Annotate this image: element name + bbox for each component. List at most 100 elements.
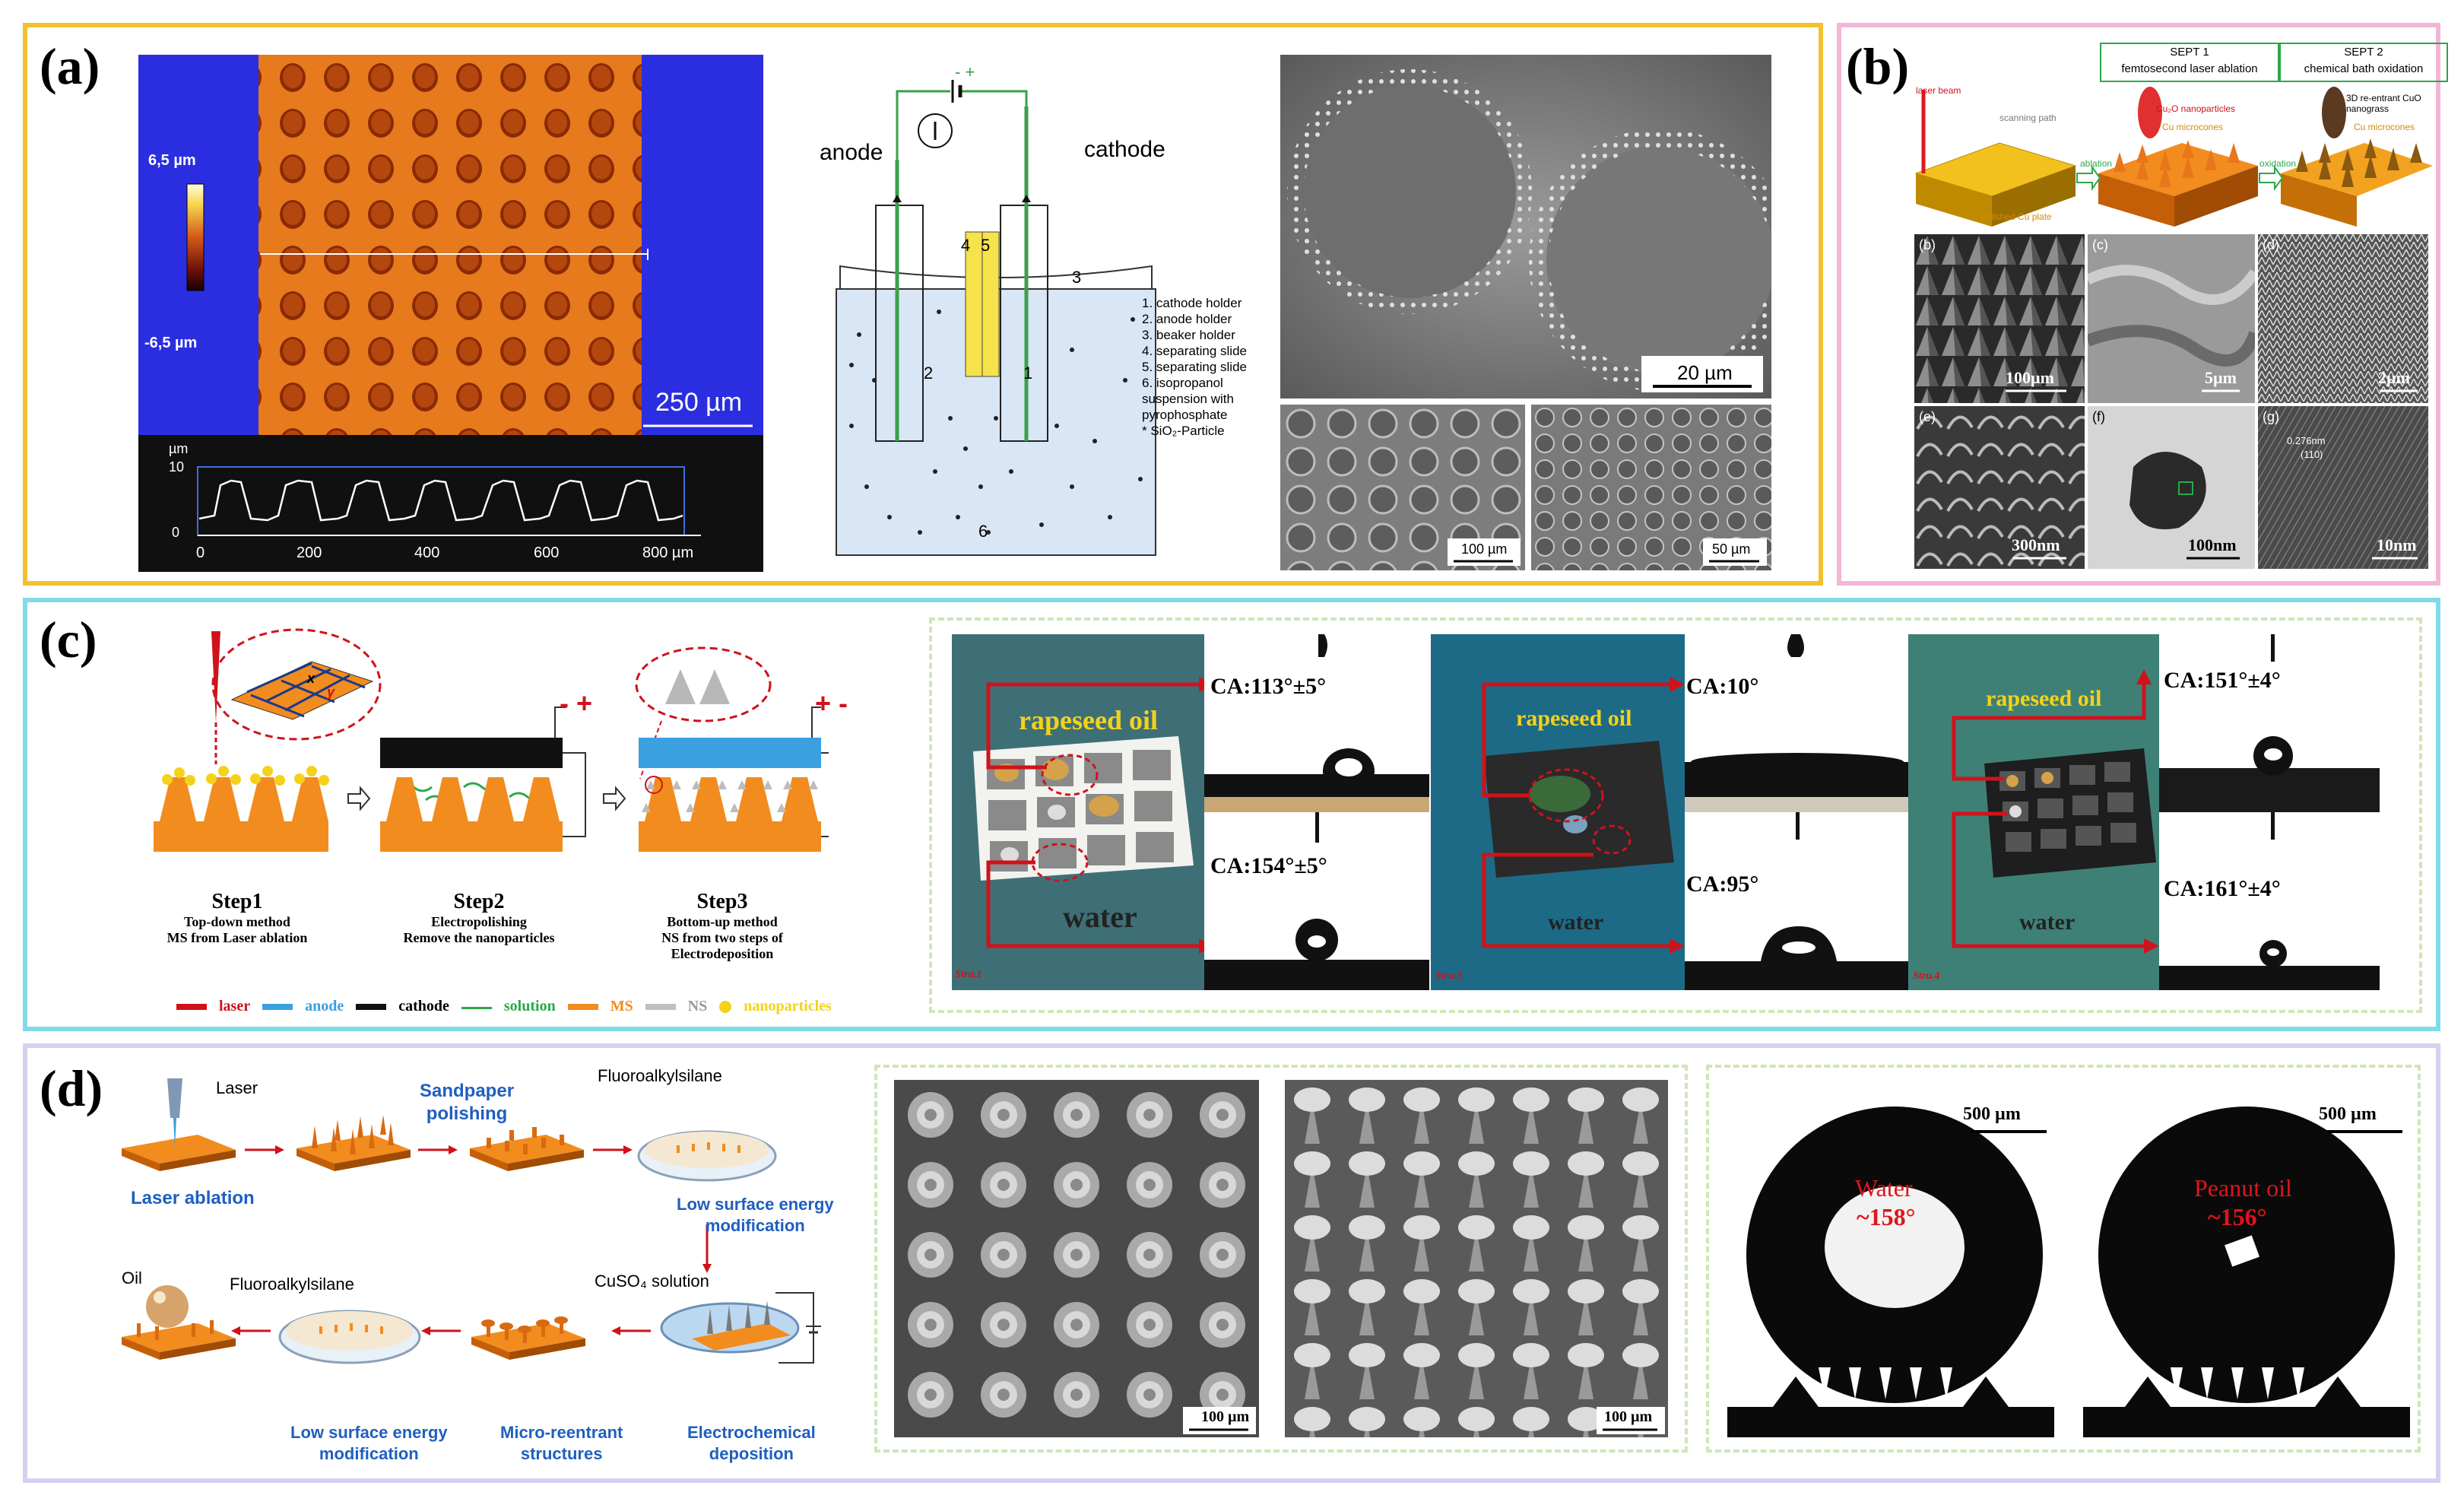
cell-legend-item: 5. separating slide <box>1142 360 1247 374</box>
step1-title: Step1 <box>211 890 263 913</box>
profile-x-tick-2: 400 <box>414 545 440 561</box>
group2-sample-plate <box>1484 741 1674 878</box>
group3-ca-oil: CA:151°±4° <box>2164 668 2281 693</box>
cell-number-5: 5 <box>981 236 991 255</box>
peanut-oil-droplet-scale: 500 µm <box>2319 1104 2377 1124</box>
group1-oil-label: rapeseed oil <box>1019 705 1158 735</box>
lattice-spacing: 0.276nm <box>2287 435 2326 446</box>
cell-legend-item: * SiO₂-Particle <box>1142 424 1225 438</box>
legend-swatch-ms <box>567 1003 598 1010</box>
lattice-plane: (110) <box>2301 449 2323 460</box>
step1-subtitle: femtosecond laser ablation <box>2121 62 2258 75</box>
sem-tilted-view <box>1285 1080 1668 1437</box>
tile-b-scale: 100µm <box>2006 368 2055 387</box>
cell-number-6: 6 <box>978 522 988 541</box>
group3-droplet-oil <box>2159 634 2380 812</box>
sem-top-scale: 100 µm <box>1201 1408 1250 1425</box>
cell-legend-item: 1. cathode holder <box>1142 296 1242 310</box>
sem-tilted-scale: 100 µm <box>1604 1408 1653 1425</box>
sem-small-right-scale: 50 µm <box>1712 541 1751 557</box>
step2-title: Step2 <box>453 890 505 913</box>
group2-callouts <box>1482 677 1685 954</box>
fabrication-schematic <box>1914 87 2433 227</box>
tile-letter-f: (f) <box>2092 409 2105 424</box>
profile-unit: µm <box>169 441 189 456</box>
electrochemical-label: Electrochemical deposition <box>687 1423 816 1463</box>
cell-number-3: 3 <box>1072 268 1082 287</box>
cell-legend-item: 4. separating slide <box>1142 344 1247 358</box>
laser-beam-label: laser beam <box>1916 85 1961 96</box>
panel-c-legend: laser anode cathode solution MS NS nanop… <box>176 998 832 1015</box>
panel-a-label: (a) <box>40 37 100 95</box>
step1-title: SEPT 1 <box>2170 46 2209 59</box>
cell-legend: 1. cathode holder 2. anode holder 3. bea… <box>1142 295 1247 439</box>
low-energy-label-2: Low surface energy modification <box>290 1423 448 1463</box>
group3-ca-water: CA:161°±4° <box>2164 876 2281 901</box>
profile-x-tick-1: 200 <box>297 545 322 561</box>
oxidation-label: oxidation <box>2259 158 2297 169</box>
polarity-step3: + - <box>815 687 848 719</box>
cuo-label: 3D re-entrant CuO nanograss <box>2346 93 2421 114</box>
tile-g-hrtem <box>2258 406 2428 569</box>
tile-letter-c: (c) <box>2092 237 2108 252</box>
cell-legend-item: suspension with <box>1142 392 1234 406</box>
ablation-label: ablation <box>2080 158 2113 169</box>
group2-water-label: water <box>1548 910 1604 935</box>
fas-label-2: Fluoroalkylsilane <box>230 1275 354 1294</box>
legend-swatch-laser <box>176 1003 207 1010</box>
panel-c-photo-frame <box>929 618 2422 1013</box>
step1-desc-line: MS from Laser ablation <box>166 930 308 945</box>
axis-y-label: y <box>327 684 335 700</box>
legend-label-cathode: cathode <box>398 998 449 1014</box>
cbar-top-label: 6,5 µm <box>148 152 196 169</box>
tile-d-scale: 2µm <box>2378 368 2411 387</box>
polarity-label: - + <box>955 62 975 81</box>
group1-callouts <box>986 677 1214 954</box>
tile-b-cones <box>1914 234 2085 403</box>
group1-ca-oil: CA:113°±5° <box>1210 674 1327 699</box>
step2-subtitle: chemical bath oxidation <box>2304 62 2424 75</box>
tile-f-tem <box>2088 406 2255 569</box>
group3-sample-plate <box>1984 748 2156 878</box>
step2-box: SEPT 2 chemical bath oxidation <box>2279 43 2448 82</box>
group1-droplet-oil <box>1204 634 1429 812</box>
micro-reentrant-label: Micro-reentrant structures <box>500 1423 623 1463</box>
tile-c-surface <box>2088 234 2255 403</box>
group3-callouts <box>1952 669 2159 954</box>
step3-block: Step3 Bottom-up method NS from two steps… <box>623 890 821 962</box>
legend-swatch-anode <box>262 1003 293 1010</box>
oil-label: Oil <box>122 1268 142 1288</box>
tile-e-flakes <box>1914 406 2085 569</box>
tile-e-scale: 300nm <box>2012 535 2060 554</box>
panel-c-process-schematic <box>154 628 829 852</box>
tile-c-scale: 5µm <box>2205 368 2237 387</box>
water-droplet-image <box>1727 1095 2054 1437</box>
legend-label-ns: NS <box>687 998 708 1014</box>
sem-image-small-left <box>1280 405 1525 570</box>
step3-title: Step3 <box>696 890 748 913</box>
fas-label-1: Fluoroalkylsilane <box>598 1066 722 1085</box>
cathode-label: cathode <box>1084 137 1165 162</box>
sandpaper-label: Sandpaper polishing <box>420 1081 515 1124</box>
step3-desc-line: Bottom-up method <box>667 914 778 929</box>
laser-ablation-label: Laser ablation <box>131 1188 255 1208</box>
cell-legend-item: 6. isopropanol <box>1142 376 1223 390</box>
group1-ca-water: CA:154°±5° <box>1210 853 1327 878</box>
cu2o-label: Cu₂O nanoparticles <box>2156 103 2236 114</box>
cuso4-label: CuSO₄ solution <box>595 1272 709 1291</box>
step2-desc-line: Electropolishing <box>431 914 527 929</box>
legend-label-ms: MS <box>610 998 633 1014</box>
axis-x-label: x <box>307 671 316 686</box>
cell-number-4: 4 <box>961 236 971 255</box>
group3-stru-label: Stru.4 <box>1913 970 1940 982</box>
microcones-label-2: Cu microcones <box>2354 122 2415 132</box>
cell-legend-item: 2. anode holder <box>1142 312 1232 326</box>
panel-b-label: (b) <box>1846 37 1910 95</box>
tile-letter-d: (d) <box>2263 237 2279 252</box>
sem-image-small-right <box>1531 405 1771 570</box>
legend-label-nanoparticles: nanoparticles <box>744 998 832 1014</box>
cell-number-2: 2 <box>924 364 934 383</box>
group1-sample-grid <box>973 736 1194 881</box>
group2-droplet-oil <box>1685 634 1908 812</box>
legend-label-laser: laser <box>219 998 251 1014</box>
